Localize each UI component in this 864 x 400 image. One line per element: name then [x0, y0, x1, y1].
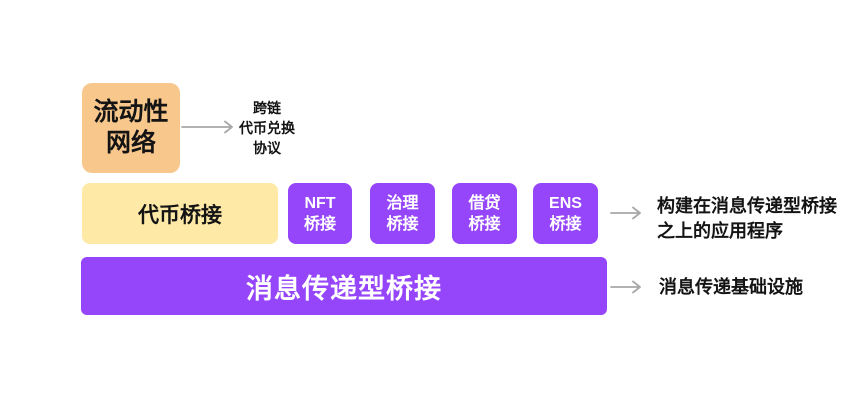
- lending-bridge-box: 借贷 桥接: [452, 183, 517, 244]
- apps-note: 构建在消息传递型桥接 之上的应用程序: [657, 196, 837, 241]
- liquidity-network-box: 流动性 网络: [82, 83, 180, 173]
- governance-bridge-box: 治理 桥接: [370, 183, 435, 244]
- message-infra-note: 消息传递基础设施: [659, 277, 803, 297]
- ens-bridge-box: ENS 桥接: [533, 183, 598, 244]
- message-bridge-box: 消息传递型桥接: [81, 257, 607, 315]
- arrow-right-icon: [610, 279, 647, 295]
- token-bridge-box: 代币桥接: [82, 183, 278, 244]
- arrow-right-icon: [610, 205, 647, 221]
- arrow-right-icon: [181, 119, 239, 135]
- liquidity-note: 跨链 代币兑换 协议: [239, 100, 295, 156]
- nft-bridge-box: NFT 桥接: [288, 183, 352, 244]
